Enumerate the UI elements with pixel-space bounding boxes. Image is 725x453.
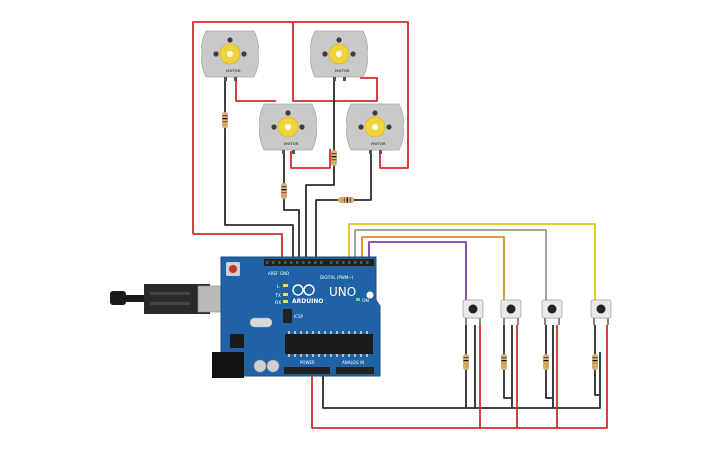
wire-power-motor-top-loop[interactable] [192, 21, 409, 234]
wire-motor-3-signal[interactable] [283, 150, 300, 265]
resistor-motor-3[interactable] [281, 182, 287, 200]
gnd-label: GND [280, 271, 289, 276]
resistor-motor-2[interactable] [331, 149, 337, 167]
wire-power-motor-1-loop[interactable] [235, 78, 276, 102]
push-button-1[interactable] [462, 299, 484, 325]
motor-2-label: MOTOR [335, 69, 350, 73]
voltage-regulator [230, 334, 244, 348]
analog-label: ANALOG IN [342, 360, 364, 365]
on-label: ON [362, 298, 369, 304]
rx-label: RX [275, 300, 281, 306]
wire-motor-2-signal[interactable] [305, 78, 335, 265]
motor-3-label: MOTOR [284, 142, 299, 146]
l-led [283, 284, 288, 287]
wire-res-b4[interactable] [594, 325, 600, 396]
wire-power-motor-4-loop[interactable] [379, 150, 396, 169]
tx-led [283, 293, 288, 296]
wire-motor-1-signal[interactable] [224, 78, 294, 265]
rx-led [283, 300, 288, 303]
wire-res-b2[interactable] [503, 325, 512, 399]
wire-power-motor-2-loop[interactable] [292, 22, 378, 102]
wire-yellow-button-4[interactable] [348, 223, 596, 300]
wire-gray-button-3[interactable] [354, 229, 547, 300]
icsp-label: ICSP [294, 314, 304, 319]
power-label: POWER [300, 360, 315, 365]
wire-orange-button-2[interactable] [361, 236, 505, 300]
digital-label: DIGITAL (PWM~) [320, 275, 354, 280]
l-label: L [277, 284, 280, 290]
analog-header[interactable] [336, 367, 374, 374]
resistor-button-2[interactable] [501, 353, 507, 371]
on-led [356, 298, 360, 301]
aref-label: AREF [268, 271, 279, 276]
crystal [249, 317, 273, 328]
push-button-4[interactable] [590, 299, 612, 325]
arduino-uno-board[interactable]: DIGITAL (PWM~) AREF GND ARDUINO UNO ON L… [212, 256, 381, 378]
model-label: UNO [329, 285, 356, 299]
digital-header[interactable] [264, 259, 374, 266]
wire-power-to-board[interactable] [193, 233, 283, 265]
wire-ground-bus[interactable] [322, 352, 601, 409]
capacitor-2 [266, 359, 280, 373]
arduino-logo [292, 284, 315, 296]
wire-power-motor-3-loop[interactable] [290, 149, 331, 169]
motor-1-label: MOTOR [226, 69, 241, 73]
push-button-2[interactable] [500, 299, 522, 325]
icsp-header [283, 309, 292, 323]
resistor-motor-4[interactable] [337, 197, 355, 203]
wire-5v-bus[interactable] [311, 325, 608, 429]
wire-res-b3[interactable] [545, 325, 553, 399]
microcontroller-chip [285, 334, 373, 354]
wires [192, 21, 608, 429]
tx-label: TX [274, 293, 281, 299]
motor-4-label: MOTOR [371, 142, 386, 146]
resistor-button-3[interactable] [543, 353, 549, 371]
reset-button[interactable] [226, 262, 240, 276]
brand-label: ARDUINO [292, 298, 323, 305]
push-buttons [462, 299, 612, 325]
resistor-motor-1[interactable] [222, 111, 228, 129]
resistors [222, 111, 598, 371]
motor-4[interactable]: MOTOR [346, 103, 404, 154]
motor-3[interactable]: MOTOR [259, 103, 317, 154]
motor-2[interactable]: MOTOR [310, 30, 368, 81]
resistor-button-4[interactable] [592, 353, 598, 371]
wire-purple-button-1[interactable] [368, 241, 467, 300]
motor-1[interactable]: MOTOR [201, 30, 259, 81]
power-header[interactable] [284, 367, 330, 374]
power-jack[interactable] [212, 352, 244, 378]
usb-cable[interactable] [110, 284, 229, 314]
resistor-button-1[interactable] [463, 353, 469, 371]
push-button-3[interactable] [541, 299, 563, 325]
capacitor-1 [253, 359, 267, 373]
